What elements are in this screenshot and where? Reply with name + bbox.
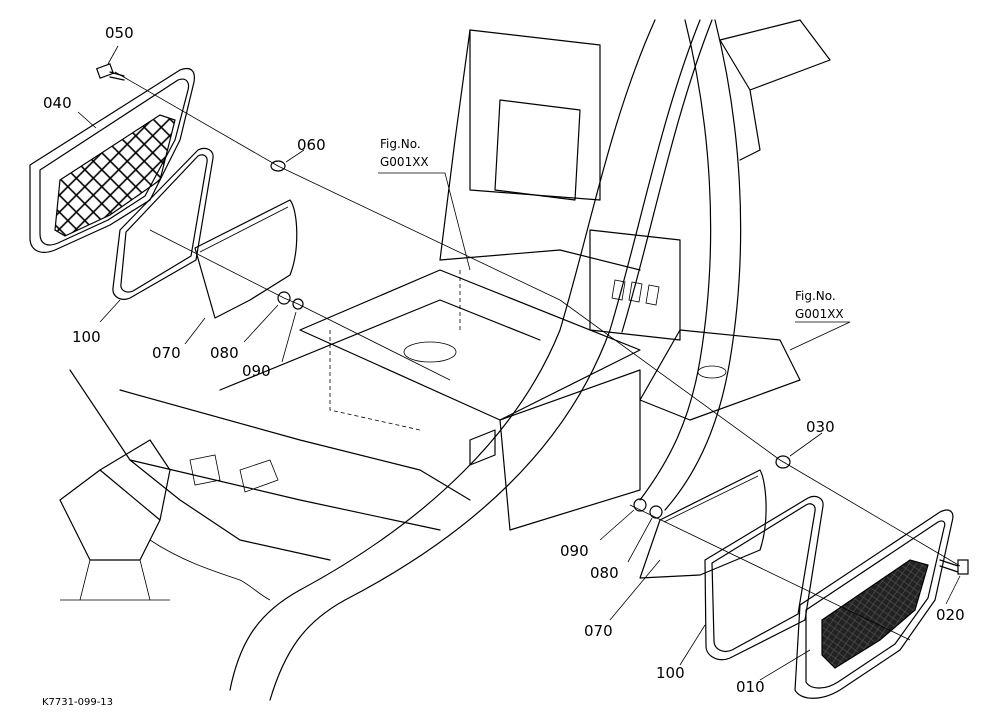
label-080-right: 080	[590, 564, 619, 582]
label-070-left: 070	[152, 344, 181, 362]
upper-fig-code: G001XX	[380, 155, 429, 169]
label-020: 020	[936, 606, 965, 624]
part-labels: 050 040 060 100 070 080 090 030 090 080 …	[43, 24, 965, 696]
washer-060	[270, 160, 286, 172]
right-gasket-100	[704, 495, 824, 661]
frame-structure	[59, 19, 831, 701]
washer-030	[775, 455, 791, 469]
label-070-right: 070	[584, 622, 613, 640]
left-cover-040	[29, 67, 195, 253]
label-010: 010	[736, 678, 765, 696]
upper-fig-label: Fig.No.	[380, 137, 421, 151]
figure-references: Fig.No. G001XX Fig.No. G001XX	[380, 137, 844, 321]
label-100-right: 100	[656, 664, 685, 682]
label-080-left: 080	[210, 344, 239, 362]
washer-080-left	[277, 291, 291, 305]
leader-lines	[77, 45, 961, 681]
label-040: 040	[43, 94, 72, 112]
label-100-left: 100	[72, 328, 101, 346]
drawing-code: K7731-099-13	[42, 697, 113, 708]
right-cover-010	[794, 509, 954, 699]
label-090-right: 090	[560, 542, 589, 560]
lower-fig-label: Fig.No.	[795, 289, 836, 303]
bolt-050	[95, 63, 125, 81]
bolt-020	[939, 559, 969, 575]
washer-080-right	[633, 498, 647, 512]
nut-090-right	[649, 505, 663, 519]
label-050: 050	[105, 24, 134, 42]
label-030: 030	[806, 418, 835, 436]
left-gasket-100	[112, 147, 214, 300]
label-060: 060	[297, 136, 326, 154]
assembly-lines	[114, 71, 961, 641]
label-090-left: 090	[242, 362, 271, 380]
lower-fig-code: G001XX	[795, 307, 844, 321]
fasteners	[95, 63, 969, 575]
left-plate-070	[194, 199, 298, 319]
nut-090-left	[292, 298, 304, 310]
